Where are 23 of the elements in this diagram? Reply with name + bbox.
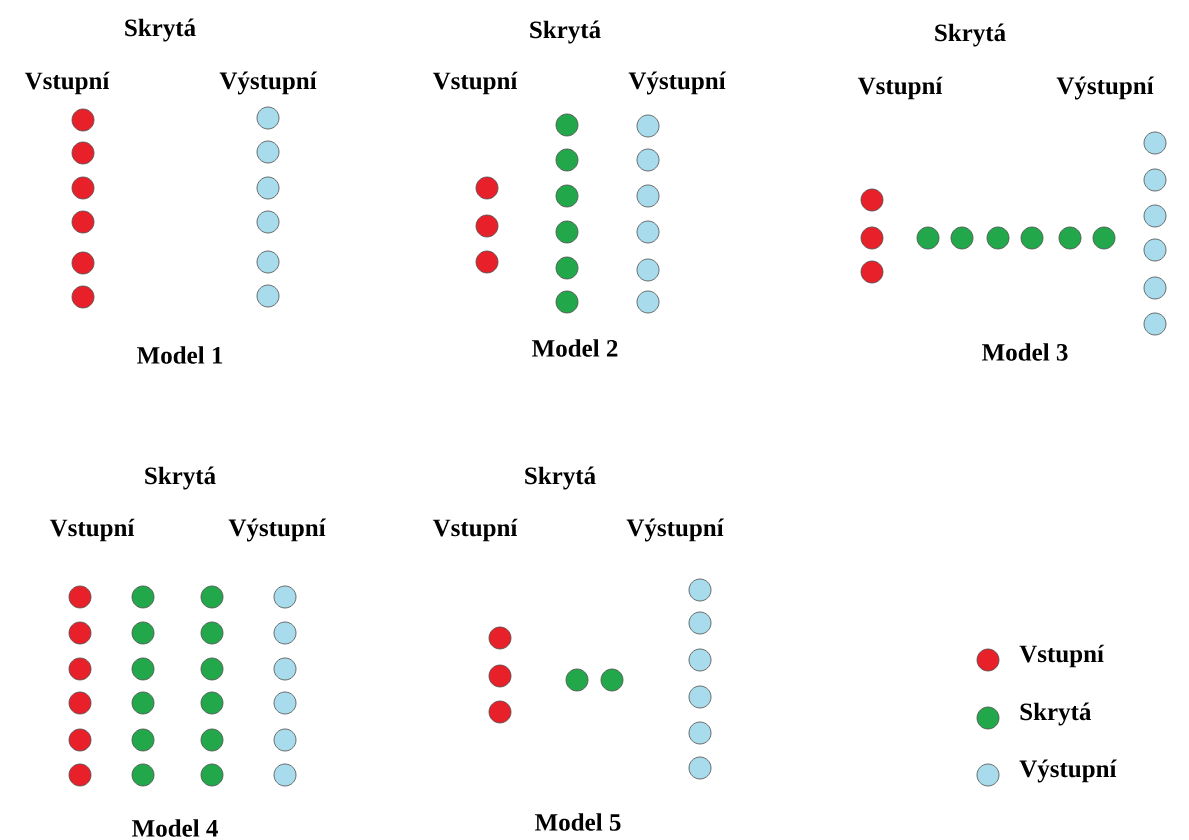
- model-caption: Model 4: [132, 819, 218, 837]
- layer-label: Vstupní: [49, 518, 135, 542]
- model-caption: Model 3: [982, 343, 1068, 361]
- layer-label: Vstupní: [857, 76, 943, 100]
- layer-label: Vstupní: [432, 71, 518, 95]
- model-caption: Model 5: [535, 813, 621, 831]
- layer-label: Skrytá: [935, 23, 1006, 47]
- legend-label: Vstupní: [1019, 644, 1105, 668]
- layer-label: Vstupní: [24, 71, 110, 95]
- layer-label: Výstupní: [1056, 76, 1154, 100]
- layer-label: Skrytá: [525, 466, 596, 490]
- legend-label: Skrytá: [1020, 702, 1092, 726]
- layer-label: Výstupní: [626, 518, 724, 542]
- legend-label: Výstupní: [1019, 759, 1117, 783]
- layer-label: Výstupní: [228, 518, 326, 542]
- layer-label: Vstupní: [432, 518, 518, 542]
- model-caption: Model 2: [532, 339, 618, 357]
- layer-label: Skrytá: [125, 18, 196, 42]
- model-caption: Model 1: [137, 346, 223, 364]
- layer-label: Skrytá: [145, 466, 216, 490]
- layer-label: Skrytá: [530, 20, 601, 44]
- layer-label: Výstupní: [628, 71, 726, 95]
- layer-label: Výstupní: [219, 71, 317, 95]
